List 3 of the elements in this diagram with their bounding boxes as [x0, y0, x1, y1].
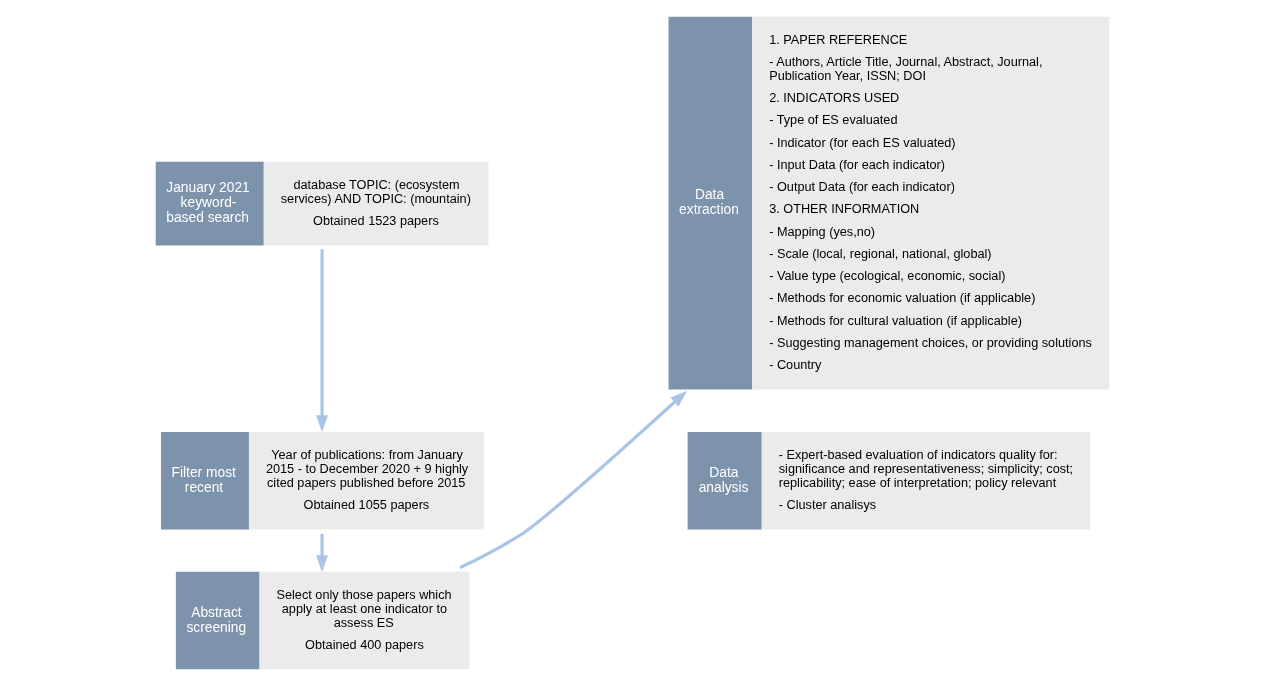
arrow: [316, 533, 328, 573]
arrow: [316, 249, 328, 433]
arrow: [459, 390, 688, 569]
